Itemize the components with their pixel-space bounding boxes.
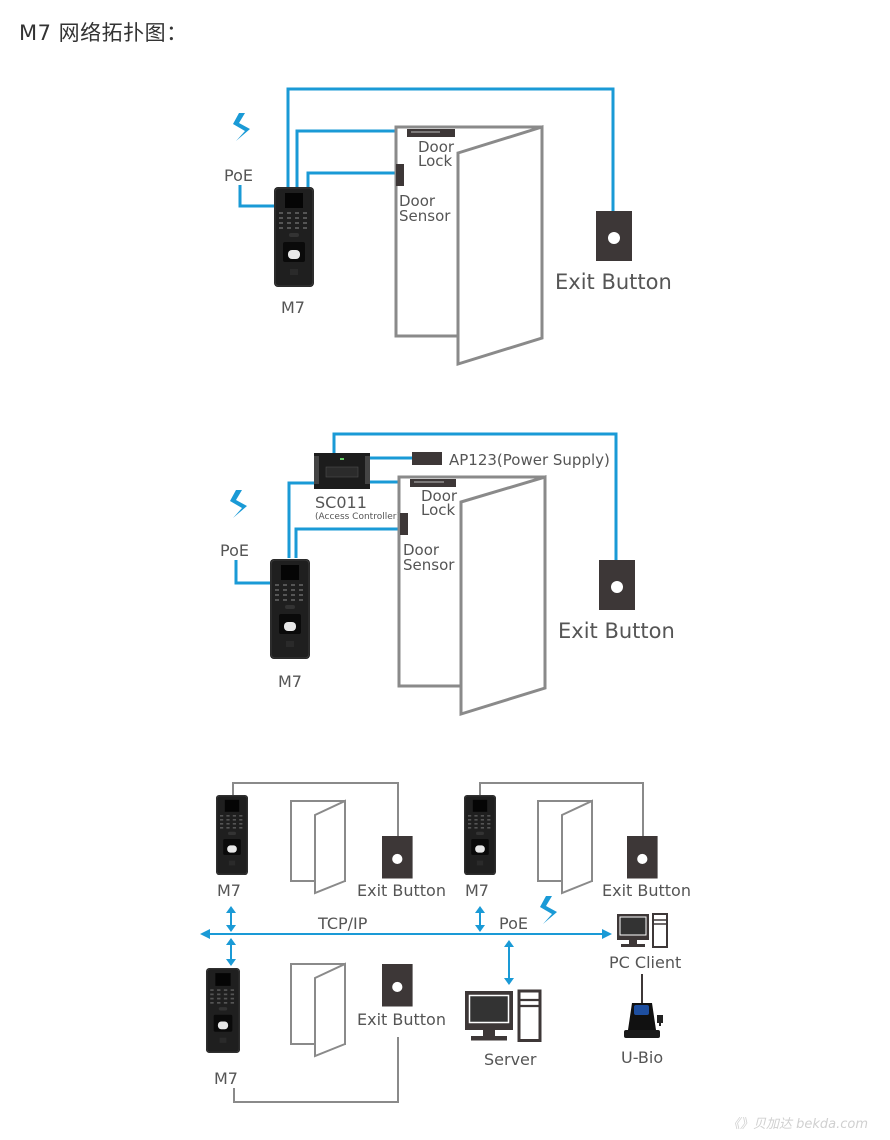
tcpip-label: TCP/IP bbox=[317, 914, 368, 933]
m7-label: M7 bbox=[281, 298, 305, 317]
link-arrow-bottom-left bbox=[226, 938, 236, 966]
exit-button-label: Exit Button bbox=[357, 881, 446, 900]
exit-button-label: Exit Button bbox=[558, 619, 675, 643]
sc011-controller-icon bbox=[314, 453, 370, 489]
exit-button-label: Exit Button bbox=[555, 270, 672, 294]
door-sensor-icon bbox=[400, 513, 408, 535]
door-leaf bbox=[459, 474, 547, 717]
link-arrow-server bbox=[504, 940, 514, 985]
ubio-scanner-icon bbox=[624, 1003, 663, 1038]
poe-wire bbox=[238, 185, 275, 208]
door-icon bbox=[290, 800, 346, 894]
door-lock-icon bbox=[410, 479, 456, 487]
m7-device-icon bbox=[463, 794, 497, 876]
exit-button-icon bbox=[382, 836, 413, 879]
poe-lightning-icon bbox=[540, 896, 557, 924]
power-supply-icon bbox=[412, 452, 442, 465]
m7-device-icon bbox=[205, 967, 241, 1054]
diagram-standalone: PoE M7 Door Lock Door Sensor Exit Button bbox=[224, 87, 672, 367]
page-title: M7 网络拓扑图： bbox=[19, 21, 188, 45]
door-lock-wire bbox=[295, 129, 410, 188]
door-lock-icon bbox=[407, 129, 455, 137]
poe-label: PoE bbox=[220, 541, 249, 560]
m7-label: M7 bbox=[217, 881, 241, 900]
link-arrow-top-left bbox=[226, 906, 236, 932]
arrow-right-icon bbox=[602, 929, 612, 939]
pc-client-label: PC Client bbox=[609, 953, 681, 972]
server-label: Server bbox=[484, 1050, 537, 1069]
door-icon bbox=[537, 800, 593, 894]
poe-label: PoE bbox=[224, 166, 253, 185]
m7-device-icon bbox=[215, 794, 249, 876]
diagram-with-controller: SC011 (Access Controller) AP123(Power Su… bbox=[220, 432, 675, 717]
m7-label: M7 bbox=[214, 1069, 238, 1088]
exit-button-wire bbox=[286, 87, 615, 212]
controller-sublabel: (Access Controller) bbox=[315, 512, 400, 522]
ubio-label: U-Bio bbox=[621, 1048, 663, 1067]
arrow-left-icon bbox=[200, 929, 210, 939]
door-icon bbox=[290, 963, 346, 1057]
poe-wire bbox=[234, 560, 272, 585]
svg-text:Lock: Lock bbox=[418, 152, 453, 170]
exit-button-wire bbox=[332, 432, 618, 561]
exit-button-label: Exit Button bbox=[602, 881, 691, 900]
exit-button-icon bbox=[382, 964, 413, 1007]
m7-label: M7 bbox=[278, 672, 302, 691]
controller-wire bbox=[287, 481, 316, 558]
m7-device-icon bbox=[269, 558, 311, 660]
door-leaf bbox=[456, 124, 544, 367]
door-sensor-wire bbox=[294, 527, 400, 558]
exit-button-icon bbox=[596, 211, 632, 261]
power-supply-label: AP123(Power Supply) bbox=[449, 451, 610, 469]
diagram-network: M7 Exit Button M7 Exit Button TCP/IP PoE bbox=[200, 782, 691, 1103]
watermark: 《》贝加达 bekda.com bbox=[726, 1117, 868, 1132]
poe-lightning-icon bbox=[233, 113, 250, 141]
door-sensor-label: Door bbox=[403, 541, 440, 559]
door-lock-label: Door bbox=[421, 487, 458, 505]
controller-label: SC011 bbox=[315, 493, 367, 512]
pc-client-icon bbox=[616, 913, 668, 948]
svg-text:Sensor: Sensor bbox=[403, 556, 455, 574]
exit-button-label: Exit Button bbox=[357, 1010, 446, 1029]
poe-label: PoE bbox=[499, 914, 528, 933]
door-sensor-label: Door bbox=[399, 192, 436, 210]
door-lock-label: Door bbox=[418, 138, 455, 156]
exit-button-icon bbox=[627, 836, 658, 879]
svg-text:Sensor: Sensor bbox=[399, 207, 451, 225]
exit-button-icon bbox=[599, 560, 635, 610]
poe-lightning-icon bbox=[230, 490, 247, 518]
link-arrow-top-right bbox=[475, 906, 485, 932]
door-sensor-icon bbox=[396, 164, 404, 186]
m7-device-icon bbox=[273, 186, 315, 288]
unit-top-left: M7 Exit Button bbox=[215, 782, 446, 900]
door-sensor-wire bbox=[306, 171, 398, 188]
server-icon bbox=[463, 989, 542, 1042]
svg-text:Lock: Lock bbox=[421, 501, 456, 519]
unit-top-right: M7 Exit Button bbox=[463, 782, 691, 900]
unit-bottom-left: M7 Exit Button bbox=[205, 963, 446, 1103]
m7-label: M7 bbox=[465, 881, 489, 900]
